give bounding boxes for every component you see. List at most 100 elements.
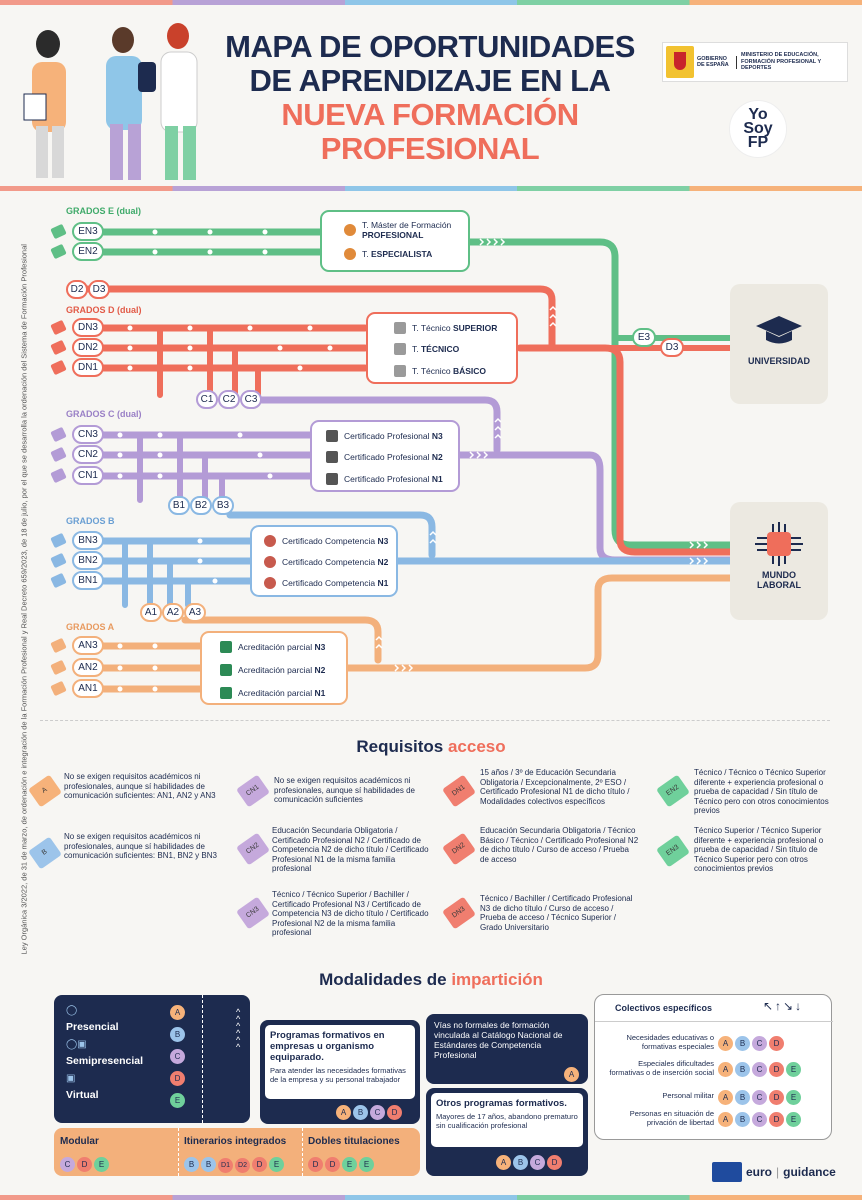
titles-box-a: Acreditación parcial N3 Acreditación par… bbox=[200, 631, 348, 705]
laboral-label-1: MUNDO bbox=[762, 570, 796, 580]
station-d3[interactable]: D3 bbox=[88, 280, 110, 299]
yosoy-line-1: Yo bbox=[748, 106, 768, 123]
station-dn2[interactable]: DN2 bbox=[72, 338, 104, 357]
colectivo-tag: B bbox=[735, 1090, 750, 1105]
universidad-destination[interactable]: UNIVERSIDAD bbox=[730, 284, 828, 404]
laboral-label-2: LABORAL bbox=[757, 580, 801, 590]
mode-presencial: Presencial bbox=[66, 1021, 119, 1033]
title-b-2-bold: N2 bbox=[377, 557, 389, 567]
station-c3[interactable]: C3 bbox=[240, 390, 262, 409]
title-c-2-bold: N2 bbox=[431, 452, 443, 462]
station-cn2[interactable]: CN2 bbox=[72, 445, 104, 464]
modular-label: Modular bbox=[60, 1136, 99, 1147]
station-an3[interactable]: AN3 bbox=[72, 636, 104, 655]
station-c2[interactable]: C2 bbox=[218, 390, 240, 409]
req-tag-cn1: CN1 bbox=[236, 774, 270, 808]
titles-box-b: Certificado Competencia N3 Certificado C… bbox=[250, 525, 398, 597]
modular-divider bbox=[178, 1128, 179, 1176]
eu-flag-icon bbox=[712, 1162, 742, 1182]
title-a-3: Acreditación parcial N1 bbox=[220, 687, 325, 699]
otros-desc: Mayores de 17 años, abandono prematuro s… bbox=[436, 1112, 578, 1130]
government-logo: GOBIERNO DE ESPAÑA MINISTERIO DE EDUCACI… bbox=[662, 42, 848, 82]
euroguidance-logo: euro | guidance bbox=[712, 1160, 836, 1184]
section-divider bbox=[40, 720, 830, 721]
mode-letter-a: A bbox=[170, 1005, 185, 1020]
station-dn3[interactable]: DN3 bbox=[72, 318, 104, 337]
station-e3-junction[interactable]: E3 bbox=[632, 328, 656, 347]
title-line-4: PROFESIONAL bbox=[320, 131, 540, 166]
station-a2[interactable]: A2 bbox=[162, 603, 184, 622]
station-a3[interactable]: A3 bbox=[184, 603, 206, 622]
station-b3[interactable]: B3 bbox=[212, 496, 234, 515]
colectivo-tag: A bbox=[718, 1062, 733, 1077]
grado-d-label: GRADOS D (dual) bbox=[66, 305, 142, 315]
colectivo-tag: C bbox=[752, 1090, 767, 1105]
mode-letter-b: B bbox=[170, 1027, 185, 1042]
station-a1[interactable]: A1 bbox=[140, 603, 162, 622]
station-cn3[interactable]: CN3 bbox=[72, 425, 104, 444]
dobles-tag: D bbox=[325, 1157, 340, 1172]
grado-c-label: GRADOS C (dual) bbox=[66, 409, 142, 419]
modalidades-heading: Modalidades de impartición bbox=[0, 970, 862, 990]
station-cn1[interactable]: CN1 bbox=[72, 466, 104, 485]
diploma-icon bbox=[394, 322, 406, 334]
colectivo-tag: B bbox=[735, 1036, 750, 1051]
station-bn3[interactable]: BN3 bbox=[72, 531, 104, 550]
modular-tag: E bbox=[94, 1157, 109, 1172]
people-illustration bbox=[23, 23, 198, 180]
colectivo-label: Personas en situación de privación de li… bbox=[629, 1109, 714, 1127]
competence-icon bbox=[264, 577, 276, 589]
station-c1[interactable]: C1 bbox=[196, 390, 218, 409]
colectivos-divider bbox=[595, 1021, 833, 1022]
station-en2[interactable]: EN2 bbox=[72, 242, 104, 261]
titles-box-e: T. Máster de Formación PROFESIONAL T. ES… bbox=[320, 210, 470, 272]
station-bn2[interactable]: BN2 bbox=[72, 551, 104, 570]
empresa-tag: D bbox=[387, 1105, 402, 1120]
title-c-1: Certificado Profesional N3 bbox=[326, 430, 443, 442]
title-c-3-bold: N1 bbox=[431, 474, 443, 484]
title-d-3-bold: BÁSICO bbox=[452, 366, 487, 376]
colectivos-title: Colectivos específicos bbox=[615, 1003, 713, 1013]
station-an1[interactable]: AN1 bbox=[72, 679, 104, 698]
title-a-2: Acreditación parcial N2 bbox=[220, 664, 325, 676]
title-d-1-pre: T. Técnico bbox=[412, 323, 453, 333]
station-d2[interactable]: D2 bbox=[66, 280, 88, 299]
req-tag-dn2: DN2 bbox=[442, 832, 476, 866]
station-dn1[interactable]: DN1 bbox=[72, 358, 104, 377]
title-b-1-pre: Certificado Competencia bbox=[282, 536, 378, 546]
req-tag-dn3: DN3 bbox=[442, 896, 476, 930]
title-c-3-pre: Certificado Profesional bbox=[344, 474, 432, 484]
station-b1[interactable]: B1 bbox=[168, 496, 190, 515]
colectivo-tag: A bbox=[718, 1036, 733, 1051]
empresa-tag: A bbox=[336, 1105, 351, 1120]
itinerarios-tag: B bbox=[201, 1157, 216, 1172]
title-b-3-pre: Certificado Competencia bbox=[282, 578, 378, 588]
req-text-b: No se exigen requisitos académicos ni pr… bbox=[64, 832, 217, 861]
station-en3[interactable]: EN3 bbox=[72, 222, 104, 241]
title-c-1-bold: N3 bbox=[431, 431, 443, 441]
grado-e-label: GRADOS E (dual) bbox=[66, 206, 142, 216]
mode-letter-d: D bbox=[170, 1071, 185, 1086]
colectivo-tag: C bbox=[752, 1112, 767, 1127]
mundo-laboral-destination[interactable]: MUNDO LABORAL bbox=[730, 502, 828, 620]
req-text-en3: Técnico Superior / Técnico Superior dife… bbox=[694, 826, 824, 874]
title-d-1-bold: SUPERIOR bbox=[452, 323, 498, 333]
colectivo-tag: B bbox=[735, 1062, 750, 1077]
station-an2[interactable]: AN2 bbox=[72, 658, 104, 677]
station-bn1[interactable]: BN1 bbox=[72, 571, 104, 590]
station-b2[interactable]: B2 bbox=[190, 496, 212, 515]
title-line-3: NUEVA FORMACIÓN bbox=[281, 97, 579, 132]
station-d3-junction[interactable]: D3 bbox=[660, 338, 684, 357]
header-stripe bbox=[0, 186, 862, 191]
requisitos-title-b: acceso bbox=[447, 737, 506, 756]
title-b-2-pre: Certificado Competencia bbox=[282, 557, 378, 567]
title-e-2: T. ESPECIALISTA bbox=[344, 248, 432, 260]
colectivo-tag: C bbox=[752, 1062, 767, 1077]
colectivo-tag: D bbox=[769, 1036, 784, 1051]
modes-panel: ◯ Presencial ◯▣ Semipresencial ▣ Virtual… bbox=[54, 995, 250, 1123]
modular-tag: D bbox=[77, 1157, 92, 1172]
